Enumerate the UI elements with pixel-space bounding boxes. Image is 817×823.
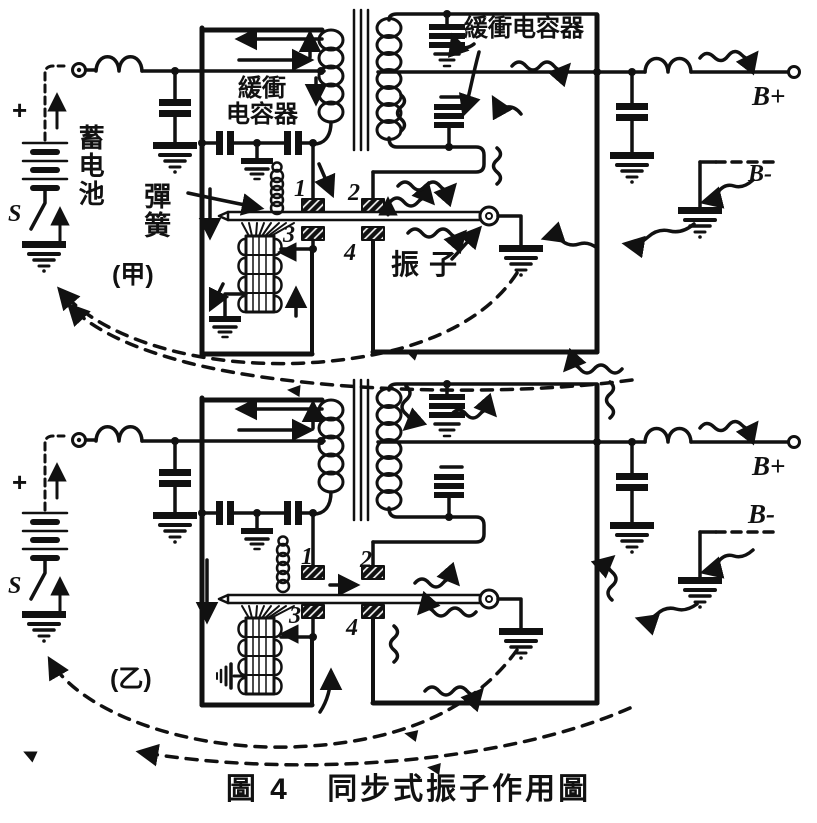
circuit-b-tag: (乙) xyxy=(110,665,152,693)
contact-3-label-b: 3 xyxy=(289,603,301,629)
vibrator-label-a: 振子 xyxy=(391,249,468,280)
battery-plus-label-a: + xyxy=(12,95,28,125)
buffer-cap-label-left-a: 緩衝 电容器 xyxy=(212,76,312,128)
circuit-a xyxy=(22,8,800,397)
buffer-cap-label-top-a: 緩衝电容器 xyxy=(464,15,584,42)
output-b xyxy=(378,420,800,609)
vibrator-reed-b xyxy=(216,511,545,696)
switch-label-a: S xyxy=(8,201,22,227)
current-arrows-b xyxy=(195,365,699,714)
contact-3-label-a: 3 xyxy=(283,222,295,248)
contact-2-label-a: 2 xyxy=(348,180,360,206)
current-arrows-a xyxy=(198,27,696,318)
buffer-cap-lower-b xyxy=(371,465,486,544)
circuit-a-tag: (甲) xyxy=(112,261,154,289)
b-minus-label-b: B- xyxy=(748,499,775,529)
driver-coil-b xyxy=(236,616,284,696)
b-minus-label-a: B- xyxy=(748,161,772,187)
figure-number: 圖 4 xyxy=(225,773,290,806)
spring-a xyxy=(271,161,283,173)
transformer-b xyxy=(312,378,599,522)
contact-4-label-a: 4 xyxy=(344,240,356,266)
feedback-arcs-a xyxy=(57,271,634,392)
series-caps-b xyxy=(198,501,317,549)
figure-title: 同步式振子作用圖 xyxy=(327,773,592,806)
vibrator-reed-a xyxy=(207,142,545,339)
spring-label-a: 彈簧 xyxy=(140,182,171,240)
figure-caption: 圖 4 同步式振子作用圖 xyxy=(0,764,817,808)
battery-label-a: 蓄电池 xyxy=(75,124,106,208)
feedback-arcs-b xyxy=(47,648,632,767)
label-arrows-a xyxy=(186,32,483,261)
buffer-cap-label-left-line2: 电容器 xyxy=(226,100,298,128)
spring-b xyxy=(277,535,289,547)
driver-coil-a xyxy=(236,234,284,314)
b-plus-label-b: B+ xyxy=(752,451,786,481)
buffer-cap-lower-a xyxy=(371,95,486,174)
switch-label-b: S xyxy=(8,573,22,599)
b-plus-label-a: B+ xyxy=(752,81,786,111)
output-a xyxy=(378,50,800,239)
circuit-b xyxy=(21,365,800,775)
buffer-cap-label-left-line1: 緩衝 xyxy=(238,75,286,102)
contact-1-label-b: 1 xyxy=(301,544,313,570)
battery-plus-label-b: + xyxy=(12,467,28,497)
series-caps-a xyxy=(198,131,317,179)
contact-2-label-b: 2 xyxy=(360,547,372,573)
contact-4-label-b: 4 xyxy=(346,615,358,641)
contact-1-label-a: 1 xyxy=(294,176,306,202)
